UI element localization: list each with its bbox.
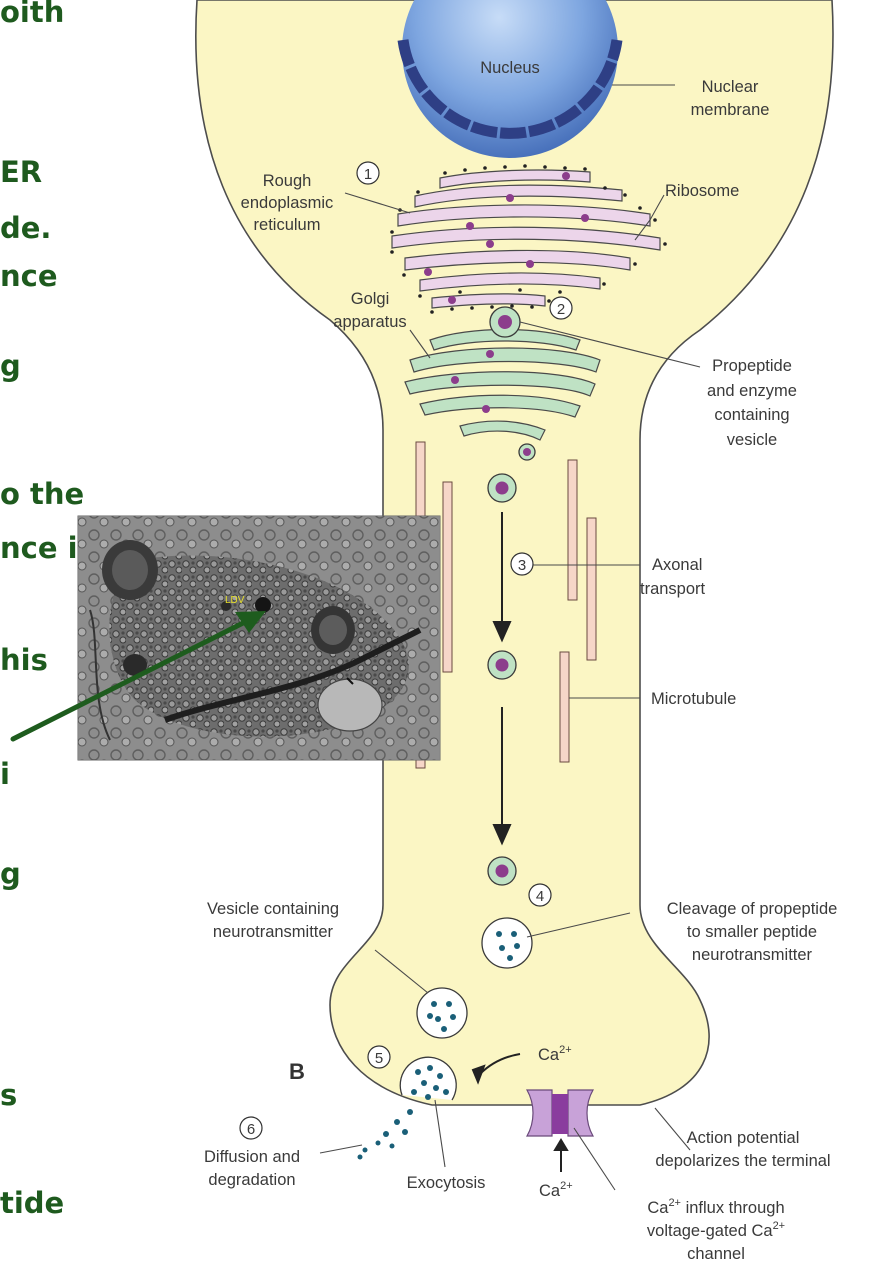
label-diffusion-1: Diffusion and bbox=[204, 1148, 300, 1166]
label-ca-influx-1: Ca2+ influx through bbox=[647, 1197, 784, 1217]
step-1-marker: 1 bbox=[357, 162, 379, 184]
label-action-potential-1: Action potential bbox=[687, 1129, 800, 1147]
label-propeptide-3: containing bbox=[714, 406, 789, 424]
step-4-marker: 4 bbox=[529, 884, 551, 906]
slide-line-2: ER bbox=[0, 155, 42, 189]
step-2-marker: 2 bbox=[550, 297, 572, 319]
label-microtubule: Microtubule bbox=[651, 690, 736, 708]
slide-line-6: o the bbox=[0, 477, 84, 511]
slide-line-12: tide bbox=[0, 1186, 64, 1220]
label-vesicle-nt-1: Vesicle containing bbox=[207, 900, 339, 918]
label-golgi-2: apparatus bbox=[333, 313, 406, 331]
label-vesicle-nt-2: neurotransmitter bbox=[213, 923, 334, 941]
label-diffusion-2: degradation bbox=[208, 1171, 295, 1189]
label-golgi-1: Golgi bbox=[351, 290, 390, 308]
label-axonal-transport-2: transport bbox=[640, 580, 706, 598]
step-5-marker: 5 bbox=[368, 1046, 390, 1068]
slide-line-10: g bbox=[0, 857, 21, 891]
released-transmitter bbox=[358, 1109, 414, 1160]
label-ca-influx-3: channel bbox=[687, 1245, 745, 1263]
label-action-potential-2: depolarizes the terminal bbox=[655, 1152, 830, 1170]
label-propeptide-1: Propeptide bbox=[712, 357, 792, 375]
label-nuclear-membrane-1: Nuclear bbox=[702, 78, 759, 96]
label-nucleus: Nucleus bbox=[480, 59, 540, 77]
slide-line-3: de. bbox=[0, 211, 51, 245]
svg-text:1: 1 bbox=[364, 166, 372, 183]
label-cleavage-3: neurotransmitter bbox=[692, 946, 813, 964]
label-rough-er-1: Rough bbox=[263, 172, 312, 190]
svg-text:3: 3 bbox=[518, 557, 526, 574]
label-cleavage-2: to smaller peptide bbox=[687, 923, 817, 941]
label-exocytosis: Exocytosis bbox=[407, 1174, 486, 1192]
slide-line-5: g bbox=[0, 349, 21, 383]
label-axonal-transport-1: Axonal bbox=[652, 556, 702, 574]
micrograph-label: LDV bbox=[225, 595, 245, 606]
label-rough-er-3: reticulum bbox=[254, 216, 321, 234]
svg-text:2: 2 bbox=[557, 301, 565, 318]
label-ca-bottom: Ca2+ bbox=[539, 1180, 573, 1200]
label-propeptide-2: and enzyme bbox=[707, 382, 797, 400]
slide-line-8: his bbox=[0, 643, 48, 677]
slide-line-1: oith bbox=[0, 0, 64, 29]
label-rough-er-2: endoplasmic bbox=[241, 194, 334, 212]
label-nuclear-membrane-2: membrane bbox=[691, 101, 770, 119]
label-propeptide-4: vesicle bbox=[727, 431, 777, 449]
electron-micrograph: LDV bbox=[78, 516, 440, 760]
svg-text:6: 6 bbox=[247, 1121, 255, 1138]
label-ca-influx-2: voltage-gated Ca2+ bbox=[647, 1220, 785, 1240]
slide-line-11: s bbox=[0, 1078, 17, 1112]
slide-text: oith ER de. nce g o the nce i his i g s … bbox=[0, 0, 84, 1220]
step-6-marker: 6 bbox=[240, 1117, 262, 1139]
calcium-channel bbox=[527, 1090, 593, 1136]
svg-text:5: 5 bbox=[375, 1050, 383, 1067]
slide-line-9: i bbox=[0, 757, 10, 791]
step-3-marker: 3 bbox=[511, 553, 533, 575]
slide-line-7: nce i bbox=[0, 531, 78, 565]
panel-letter: B bbox=[289, 1059, 305, 1084]
svg-text:4: 4 bbox=[536, 888, 544, 905]
slide-line-4: nce bbox=[0, 259, 58, 293]
label-cleavage-1: Cleavage of propeptide bbox=[667, 900, 838, 918]
label-ribosome: Ribosome bbox=[665, 182, 739, 200]
